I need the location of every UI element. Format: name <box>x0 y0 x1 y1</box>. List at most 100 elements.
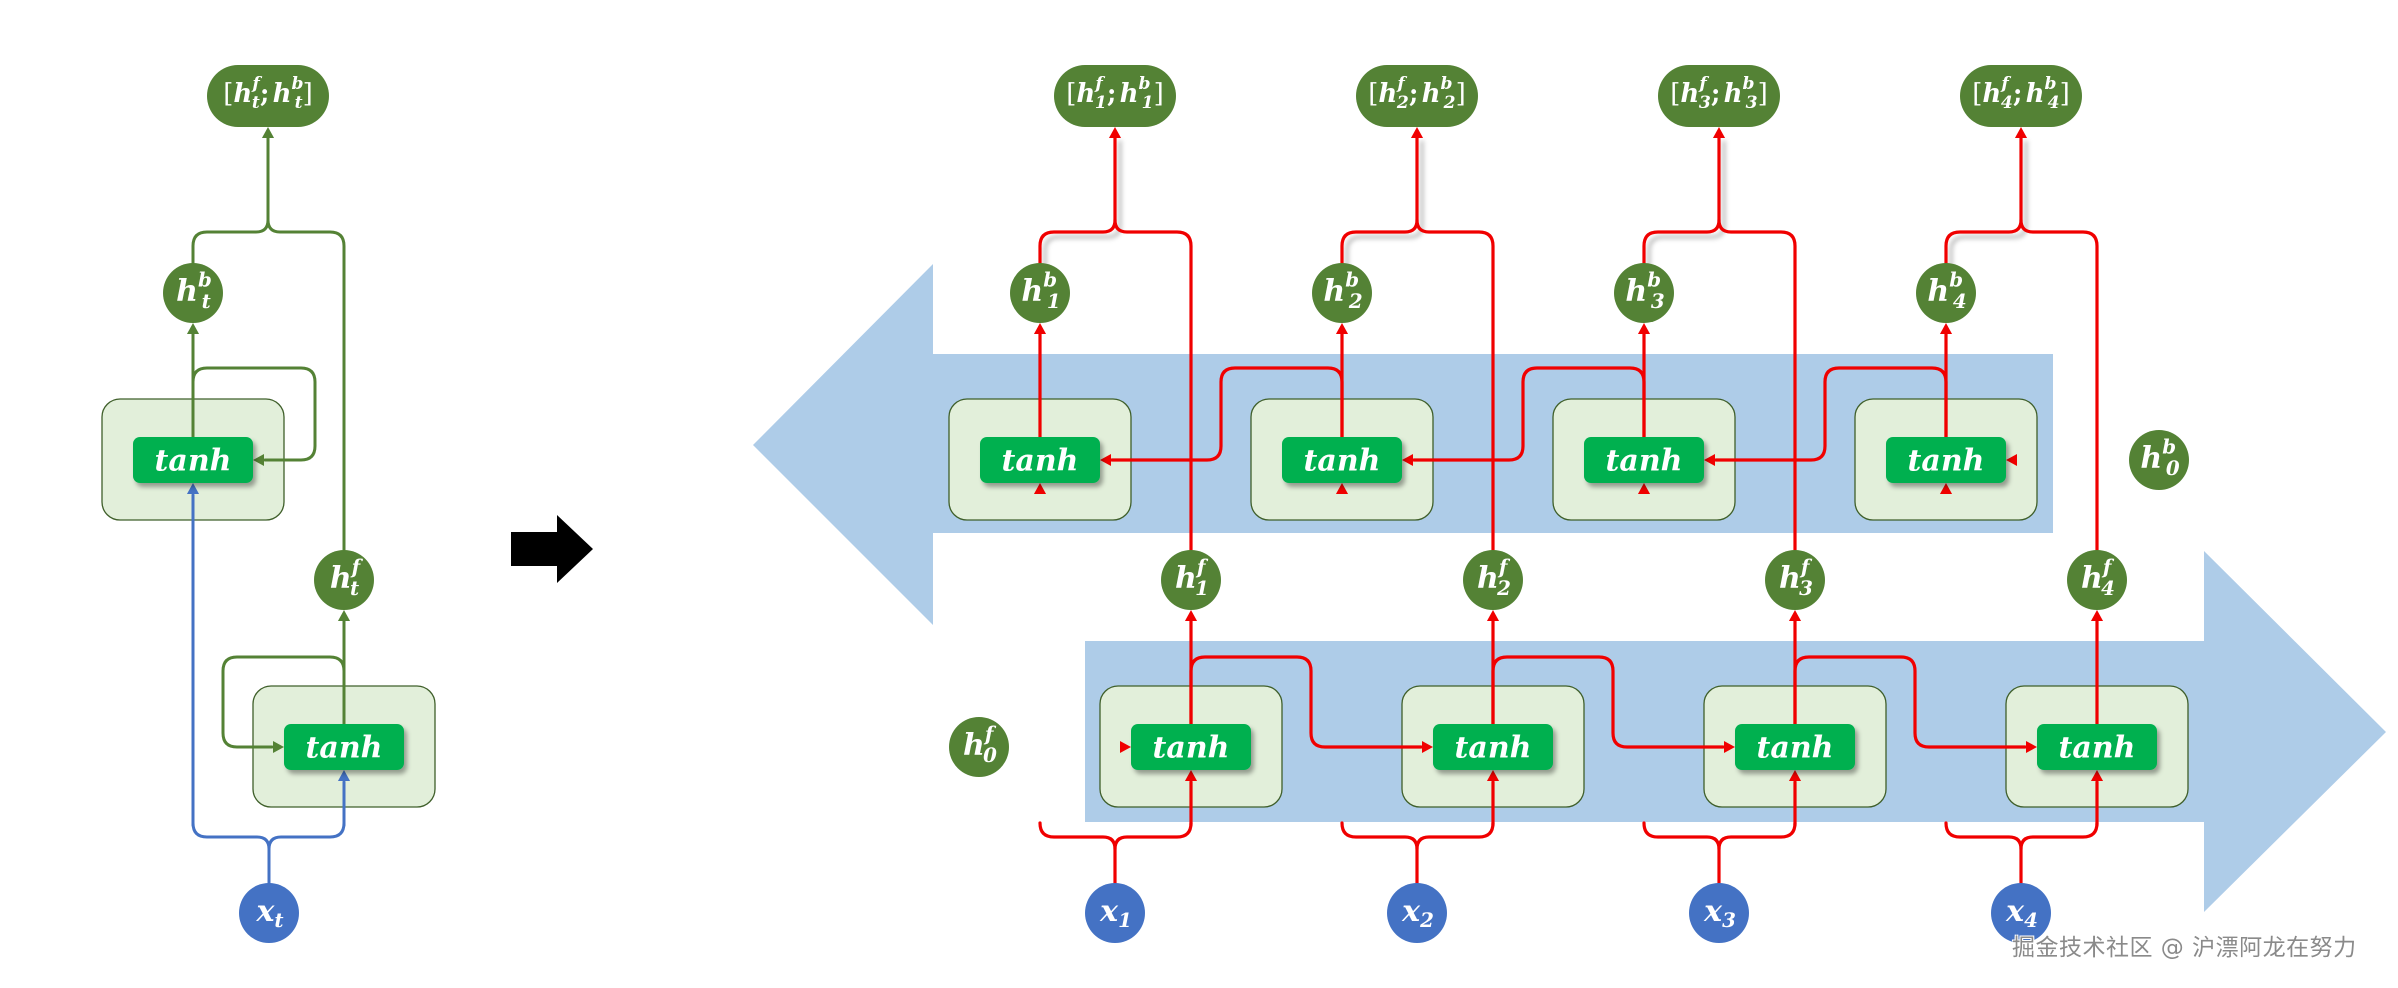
tanh-label: tanh <box>1304 444 1381 479</box>
tanh-box <box>2037 724 2157 770</box>
initial-backward-state-circle <box>2129 430 2189 490</box>
tanh-label: tanh <box>1455 731 1532 766</box>
forward-hidden-node-3-circle <box>1765 550 1825 610</box>
merge-right-4 <box>2019 218 2099 552</box>
forward-recurrence-1-to-2 <box>1189 655 1423 749</box>
backward-output-arrow-1 <box>1033 323 1047 334</box>
input-split-1-left <box>1038 821 1117 885</box>
backward-output-arrow-3 <box>1637 323 1651 334</box>
input-split-3-left <box>1642 821 1721 885</box>
output-pill <box>1054 65 1176 127</box>
single-input-to-backward-arrow <box>186 483 200 494</box>
tanh-label: tanh <box>1153 731 1230 766</box>
merge-arrow-2 <box>1410 127 1424 138</box>
input-node-2: x2 <box>1387 883 1447 943</box>
single-backward-output-arrow <box>186 323 200 334</box>
output-pill <box>1960 65 2082 127</box>
backward-tanh-2: tanh <box>1282 437 1402 483</box>
backward-recurrence-3-to-2 <box>1412 366 1646 462</box>
merge-right-2 <box>1415 218 1495 552</box>
merge-right-1 <box>1113 218 1193 552</box>
single-input-split-left <box>191 821 271 885</box>
forward-output-arrow-2 <box>1486 610 1500 621</box>
backward-hidden-node-4-circle <box>1916 263 1976 323</box>
input-node-3-circle <box>1689 883 1749 943</box>
input-node-4: x4 <box>1991 883 2051 943</box>
forward-recurrence-arrow-3 <box>1724 740 1735 754</box>
output-pill <box>207 65 329 127</box>
input-to-backward-arrow-3 <box>1637 483 1651 494</box>
merge-arrow-1 <box>1108 127 1122 138</box>
single-input-to-forward-arrow <box>337 770 351 781</box>
input-node-3-label: x3 <box>1703 894 1736 933</box>
forward-output-arrow-4 <box>2090 610 2104 621</box>
forward-recurrence-2-to-3 <box>1491 655 1725 749</box>
backward-recurrence-arrow-1 <box>1100 453 1111 467</box>
single-backward-tanh: tanh <box>133 437 253 483</box>
backward-output-arrow-4 <box>1939 323 1953 334</box>
tanh-box <box>284 724 404 770</box>
output-pill <box>1356 65 1478 127</box>
backward-hidden-node-3-circle <box>1614 263 1674 323</box>
forward-recurrence-3-to-4 <box>1793 655 2027 749</box>
input-node-2-label: x2 <box>1401 894 1434 933</box>
tanh-label: tanh <box>2059 731 2136 766</box>
merge-arrow-3 <box>1712 127 1726 138</box>
forward-output-arrow-3 <box>1788 610 1802 621</box>
forward-recurrence-arrow-2 <box>1422 740 1433 754</box>
single-backward-loop <box>191 366 317 462</box>
merge-arrow-4 <box>2014 127 2028 138</box>
merge-left-1 <box>1038 135 1117 265</box>
single-backward-hidden-circle <box>163 263 223 323</box>
tanh-box <box>980 437 1100 483</box>
tanh-box <box>1735 724 1855 770</box>
transform-arrow-icon <box>511 515 593 583</box>
single-forward-output-arrow <box>337 610 351 621</box>
forward-recurrence-arrow-4 <box>2026 740 2037 754</box>
watermark: 掘金技术社区 @ 沪漂阿龙在努力 <box>2012 935 2357 961</box>
tanh-box <box>1131 724 1251 770</box>
input-node-1-circle <box>1085 883 1145 943</box>
forward-output-arrow-1 <box>1184 610 1198 621</box>
single-forward-tanh: tanh <box>284 724 404 770</box>
backward-output-arrow-2 <box>1335 323 1349 334</box>
input-to-backward-arrow-2 <box>1335 483 1349 494</box>
forward-tanh-1: tanh <box>1131 724 1251 770</box>
tanh-label: tanh <box>306 731 383 766</box>
tanh-label: tanh <box>1757 731 1834 766</box>
forward-hidden-node-2-circle <box>1463 550 1523 610</box>
backward-recurrence-arrow-3 <box>1704 453 1715 467</box>
input-split-3-right <box>1717 821 1797 851</box>
forward-tanh-2: tanh <box>1433 724 1553 770</box>
input-split-2-right <box>1415 821 1495 851</box>
input-to-backward-arrow-1 <box>1033 483 1047 494</box>
input-to-forward-arrow-3 <box>1788 770 1802 781</box>
tanh-label: tanh <box>1002 444 1079 479</box>
